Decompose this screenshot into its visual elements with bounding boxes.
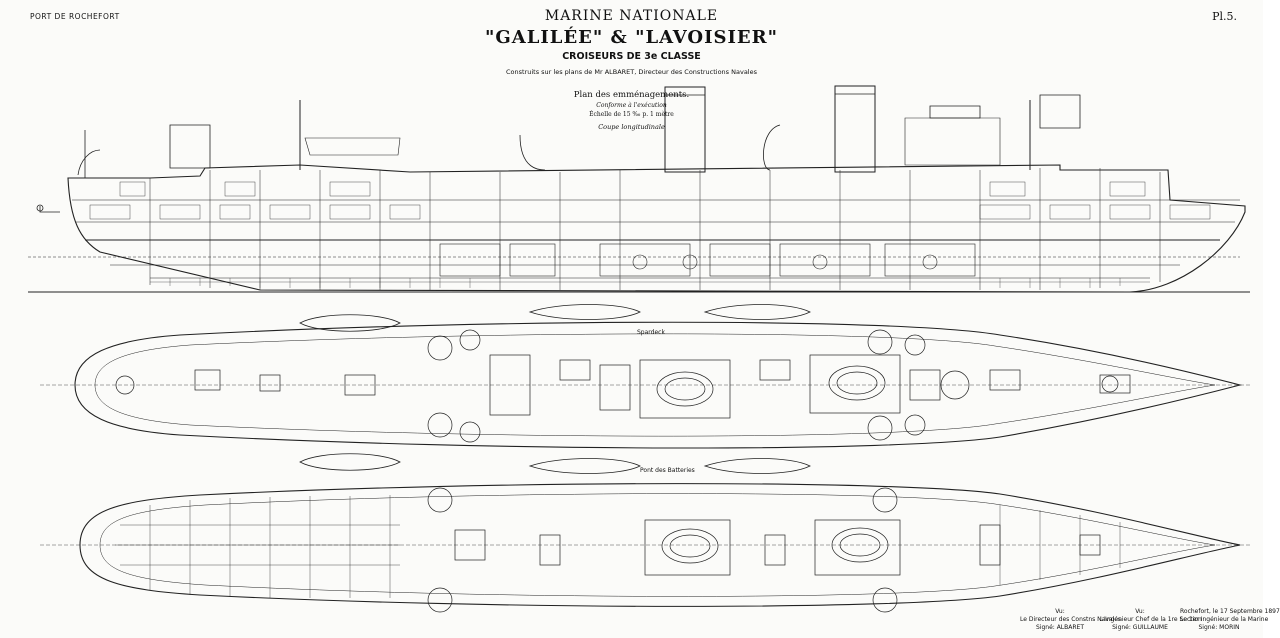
- port-label: PORT DE ROCHEFORT: [30, 12, 120, 21]
- signature-engineer-name: Signé: MORIN: [1198, 624, 1240, 631]
- ship-class-subtitle: CROISEURS DE 3e CLASSE: [562, 51, 701, 62]
- agency-title: MARINE NATIONALE: [544, 8, 719, 24]
- signature-date: Rochefort, le 17 Septembre 1897: [1180, 608, 1280, 615]
- signature-director-label: Vu:: [1055, 608, 1065, 615]
- signature-engineer-title: Le 1er Ingénieur de la Marine: [1180, 616, 1269, 623]
- longitudinal-section: [28, 85, 1250, 293]
- signature-engineer: Rochefort, le 17 Septembre 1897 Le 1er I…: [1180, 608, 1280, 632]
- signature-director-name: Signé: ALBARET: [1036, 624, 1084, 631]
- battery-deck-plan: [40, 483, 1250, 613]
- builder-line: Construits sur les plans de Mr ALBARET, …: [506, 68, 757, 76]
- spardeck-plan: [40, 304, 1250, 474]
- signature-engineer-chief-label: Vu:: [1135, 608, 1145, 615]
- plan-title: Plan des emménagements.: [573, 90, 690, 100]
- plan-scale: Échelle de 15 ‰ p. 1 mètre: [589, 111, 674, 118]
- signature-engineer-chief: Vu: L'Ingénieur Chef de la 1re Section S…: [1100, 608, 1202, 632]
- signature-director: Vu: Le Directeur des Constns Navales Sig…: [1020, 608, 1122, 632]
- battery-deck-label: Pont des Batteries: [640, 467, 695, 474]
- ship-names-title: "GALILÉE" & "LAVOISIER": [485, 27, 778, 48]
- plan-view: Coupe longitudinale: [598, 123, 665, 131]
- plate-number: Pl.5.: [1212, 10, 1237, 23]
- signature-director-title: Le Directeur des Constns Navales: [1020, 616, 1122, 623]
- signature-engineer-chief-name: Signé: GUILLAUME: [1112, 624, 1168, 631]
- spardeck-label: Spardeck: [637, 329, 665, 336]
- plan-note: Conforme à l'exécution: [596, 102, 667, 109]
- signature-engineer-chief-title: L'Ingénieur Chef de la 1re Section: [1100, 616, 1202, 623]
